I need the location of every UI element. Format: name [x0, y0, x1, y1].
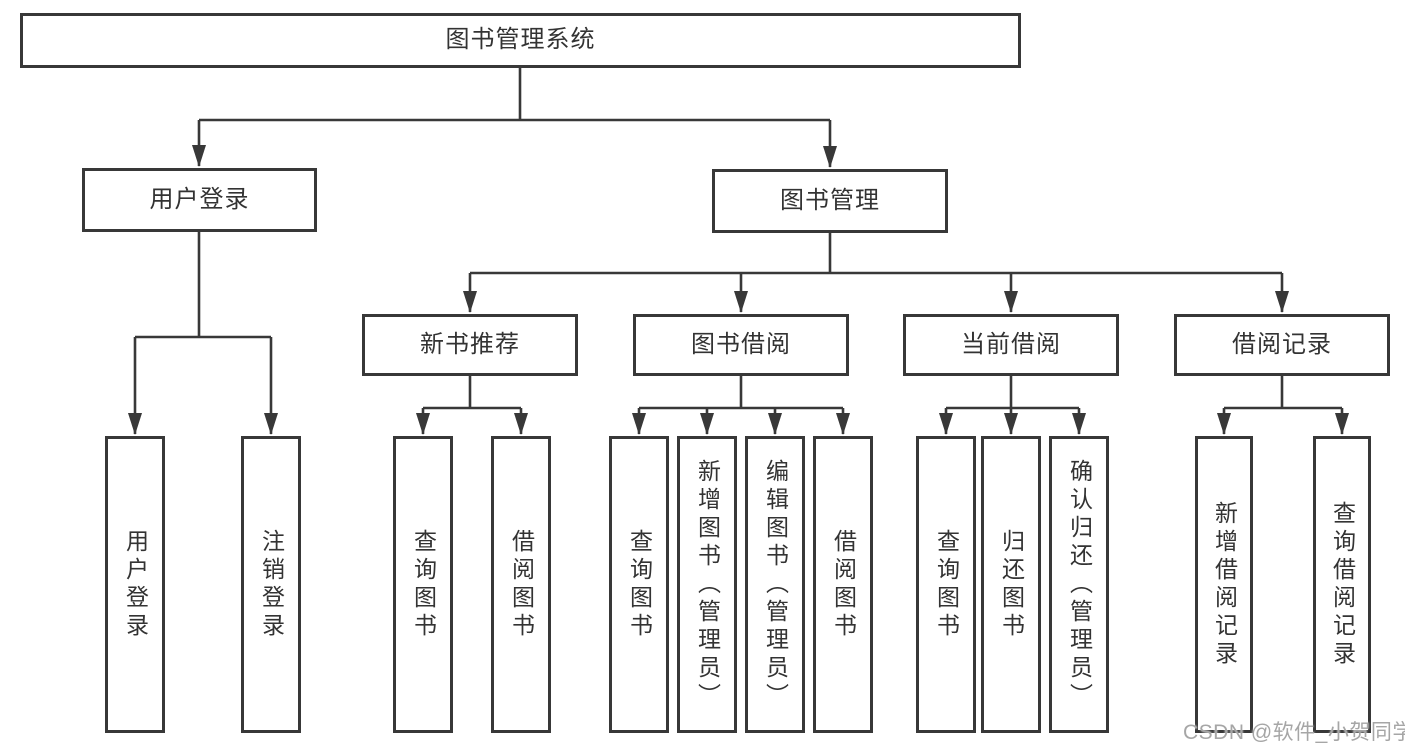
leaf-borrow-query-book: 查询图书: [609, 436, 669, 733]
leaf-borrow-edit-book-admin: 编辑图书（管理员）: [745, 436, 805, 733]
node-root-system: 图书管理系统: [20, 13, 1021, 68]
csdn-watermark: CSDN @软件_小贺同学: [1183, 721, 1405, 744]
node-book-management: 图书管理: [712, 169, 948, 233]
node-borrow-record: 借阅记录: [1174, 314, 1390, 376]
leaf-current-query-book: 查询图书: [916, 436, 976, 733]
connector-currentborrow-to-leaves: [939, 376, 1086, 435]
leaf-recommend-query-book: 查询图书: [393, 436, 453, 733]
connector-userlogin-to-leaves: [128, 232, 278, 435]
leaf-logout: 注销登录: [241, 436, 301, 733]
leaf-current-confirm-return-admin: 确认归还（管理员）: [1049, 436, 1109, 733]
connector-borrowrecord-to-leaves: [1217, 376, 1349, 435]
node-new-book-recommend: 新书推荐: [362, 314, 578, 376]
node-current-borrow: 当前借阅: [903, 314, 1119, 376]
connector-bookmgmt-to-level3: [463, 233, 1289, 313]
leaf-borrow-borrow-book: 借阅图书: [813, 436, 873, 733]
connector-root-to-level2: [192, 68, 837, 168]
connector-newbookrec-to-leaves: [416, 376, 528, 435]
node-user-login: 用户登录: [82, 168, 317, 232]
leaf-record-add-borrow-record: 新增借阅记录: [1195, 436, 1253, 733]
leaf-current-return-book: 归还图书: [981, 436, 1041, 733]
leaf-borrow-add-book-admin: 新增图书（管理员）: [677, 436, 737, 733]
leaf-user-login: 用户登录: [105, 436, 165, 733]
node-book-borrow: 图书借阅: [633, 314, 849, 376]
leaf-recommend-borrow-book: 借阅图书: [491, 436, 551, 733]
leaf-record-query-borrow-record: 查询借阅记录: [1313, 436, 1371, 733]
connector-bookborrow-to-leaves: [632, 376, 850, 435]
